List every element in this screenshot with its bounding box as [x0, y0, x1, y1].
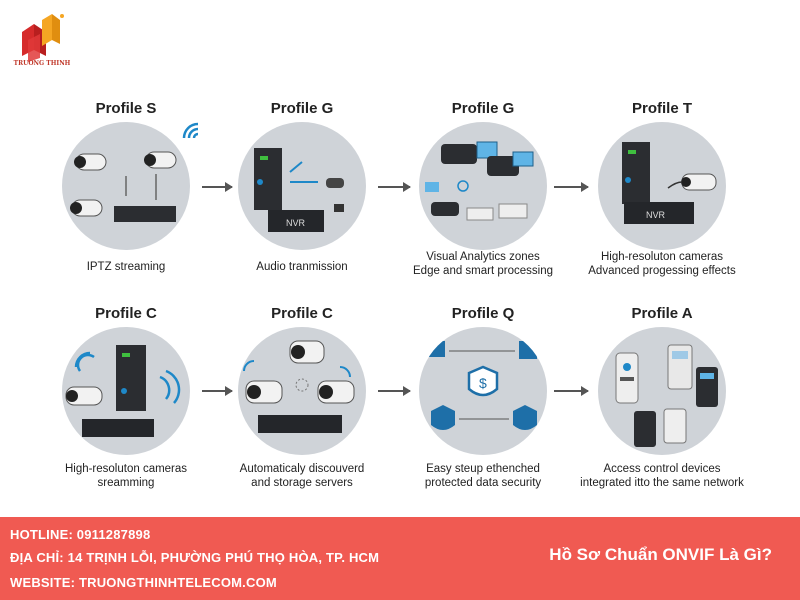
profile-caption: IPTZ streaming: [86, 261, 166, 273]
banner-heading: Hồ Sơ Chuẩn ONVIF Là Gì?: [549, 545, 772, 564]
profile-caption: Visual Analytics zones Edge and smart pr…: [413, 251, 553, 277]
flow-arrow: [378, 386, 411, 396]
website-text: WEBSITE: TRUONGTHINHTELECOM.COM: [10, 575, 277, 590]
security-shields-icon: $: [419, 327, 547, 455]
profile-title: Profile A: [631, 305, 693, 322]
profile-title: Profile G: [270, 100, 334, 117]
flow-arrow: [378, 182, 411, 192]
brand-name: TRUONG THINH: [13, 60, 71, 67]
svg-text:$: $: [479, 375, 487, 391]
address-text: ĐỊA CHỈ: 14 TRỊNH LỖI, PHƯỜNG PHÚ THỌ HÒ…: [10, 550, 380, 565]
profile-caption: Easy steup ethenched protected data secu…: [424, 463, 542, 489]
flow-arrow: [202, 182, 233, 192]
profile-caption: Audio tranmission: [256, 261, 348, 273]
cameras-discovery-icon: [238, 327, 366, 455]
hotline-text: HOTLINE: 0911287898: [10, 527, 151, 542]
nvr-label: NVR: [646, 210, 666, 220]
ip-cameras-nvr-icon: [62, 122, 190, 250]
wifi-icon: [182, 122, 199, 139]
flow-arrow: [554, 386, 589, 396]
profile-title: Profile C: [271, 305, 333, 322]
flow-arrow: [554, 182, 589, 192]
profile-caption: High-resoluton cameras Advanced progessi…: [588, 251, 736, 277]
analytics-cameras-icon: [419, 122, 547, 250]
flow-arrow: [202, 386, 233, 396]
camera-server-wifi-icon: [62, 327, 190, 455]
brand-logo: [12, 10, 72, 72]
profile-caption: Access control devices integrated itto t…: [580, 463, 744, 489]
access-control-devices-icon: [598, 327, 726, 455]
profile-title: Profile T: [631, 100, 692, 117]
profile-caption: High-resoluton cameras sreamming: [64, 463, 188, 489]
server-nvr-audio-icon: NVR: [238, 122, 366, 250]
nvr-label: NVR: [286, 218, 306, 228]
profile-title: Profile Q: [451, 305, 515, 322]
nvr-camera-icon: NVR: [598, 122, 726, 250]
footer-banner: HOTLINE: 0911287898 ĐỊA CHỈ: 14 TRỊNH LỖ…: [0, 517, 800, 600]
profile-caption: Automaticaly discouverd and storage serv…: [239, 463, 365, 489]
profile-title: Profile S: [95, 100, 157, 117]
profile-title: Profile G: [451, 100, 515, 117]
profile-title: Profile C: [95, 305, 157, 322]
